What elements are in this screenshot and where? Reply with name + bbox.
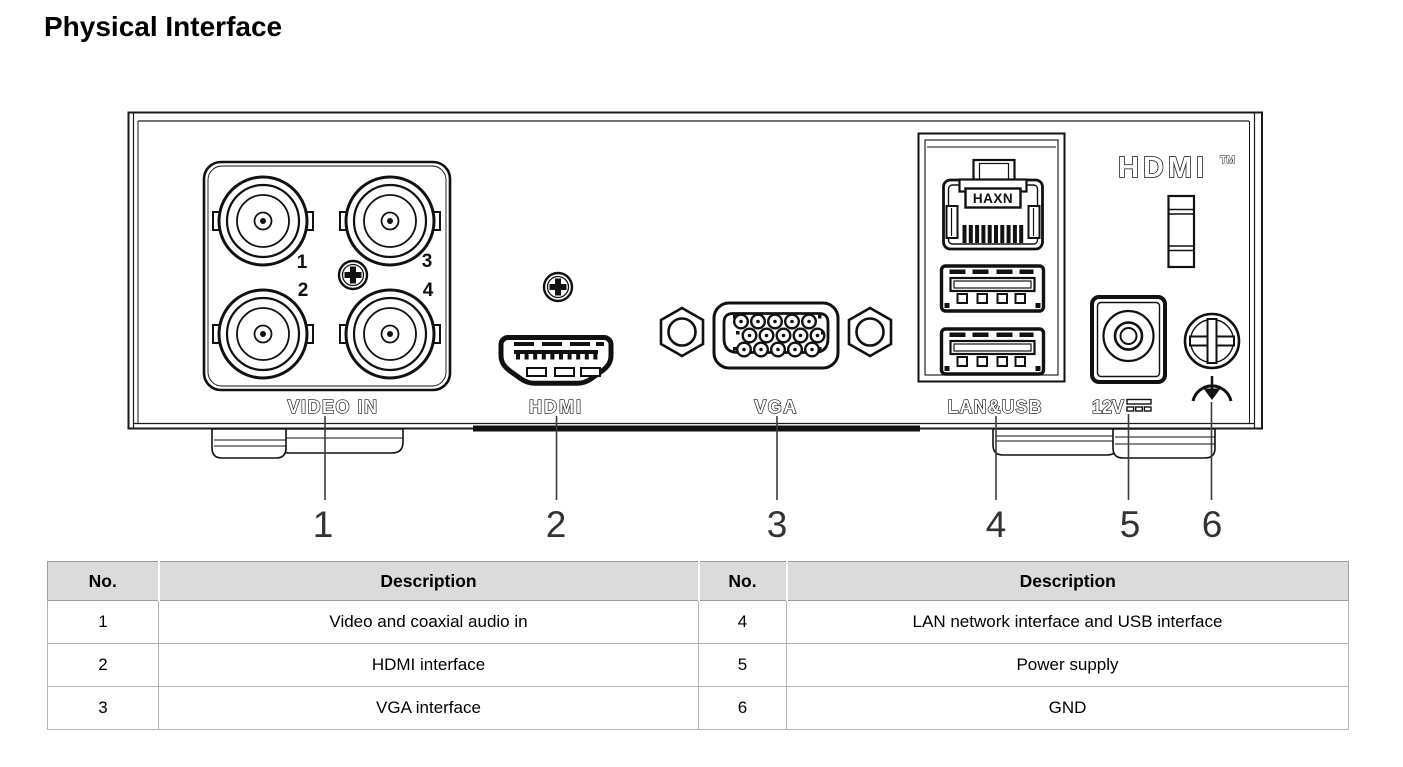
callout-number-5: 5 <box>1120 504 1141 545</box>
ground-symbol-icon <box>1191 376 1233 402</box>
cell-description: Video and coaxial audio in <box>158 600 699 644</box>
header-description-right: Description <box>785 561 1349 601</box>
callout-numbers: 1 2 3 4 5 6 <box>313 504 1223 545</box>
rj45-jack: HAXN <box>942 158 1044 251</box>
hdmi-logo-tm: TM <box>1220 154 1235 166</box>
power-label: 12V <box>1091 396 1152 418</box>
cell-description: GND <box>786 686 1349 730</box>
cell-no: 1 <box>47 600 159 644</box>
video-in-block: 1 2 3 4 VIDEO IN <box>202 160 452 418</box>
table-row: 2 HDMI interface 5 Power supply <box>47 643 1349 687</box>
table-row: 1 Video and coaxial audio in 4 LAN netwo… <box>47 600 1349 644</box>
cell-no: 3 <box>47 686 159 730</box>
gnd-screw <box>1183 312 1241 402</box>
header-no-right: No. <box>697 561 787 601</box>
chassis-feet <box>211 428 1216 459</box>
usb-port-1 <box>939 264 1046 313</box>
lan-usb-block: HAXN LAN&USB <box>917 132 1066 418</box>
table-header-row: No. Description No. Description <box>47 561 1349 601</box>
cell-no: 5 <box>698 643 787 687</box>
video-in-label: VIDEO IN <box>287 397 378 417</box>
bnc-number-4: 4 <box>423 280 434 301</box>
callout-number-6: 6 <box>1202 504 1223 545</box>
hdmi-logo: HDMI TM <box>1117 151 1236 185</box>
bnc-number-2: 2 <box>298 280 309 301</box>
callout-number-3: 3 <box>767 504 788 545</box>
callout-number-2: 2 <box>546 504 567 545</box>
rj45-brand-text: HAXN <box>973 191 1013 206</box>
page-title: Physical Interface <box>44 11 283 42</box>
cell-description: HDMI interface <box>158 643 699 687</box>
vga-port: VGA <box>659 301 893 418</box>
power-label-text: 12V <box>1092 397 1124 417</box>
chassis-bottom-gasket <box>473 425 920 432</box>
interface-description-table: No. Description No. Description 1 Video … <box>47 561 1349 730</box>
bnc-number-3: 3 <box>422 251 433 272</box>
hdmi-logo-text: HDMI <box>1118 152 1208 184</box>
hdmi-label: HDMI <box>529 397 583 417</box>
bracket-slot <box>1167 194 1196 269</box>
cell-description: Power supply <box>786 643 1349 687</box>
dc-symbol-icon <box>1126 398 1152 412</box>
header-no-left: No. <box>47 561 159 601</box>
callout-number-4: 4 <box>986 504 1007 545</box>
hex-nut-icon <box>847 306 893 358</box>
callouts <box>324 402 1213 500</box>
panel-screw-icon <box>542 271 574 303</box>
callout-number-1: 1 <box>313 504 334 545</box>
hdmi-port: HDMI <box>498 271 614 418</box>
cell-no: 2 <box>47 643 159 687</box>
usb-port-2 <box>939 327 1046 376</box>
panel-screw-icon <box>337 259 369 291</box>
vga-label: VGA <box>754 397 798 417</box>
power-jack: 12V <box>1090 295 1167 418</box>
hex-nut-icon <box>659 306 705 358</box>
cell-description: LAN network interface and USB interface <box>786 600 1349 644</box>
cell-no: 6 <box>698 686 787 730</box>
table-row: 3 VGA interface 6 GND <box>47 686 1349 730</box>
cell-no: 4 <box>698 600 787 644</box>
lan-usb-label: LAN&USB <box>948 397 1043 417</box>
header-description-left: Description <box>157 561 699 601</box>
cell-description: VGA interface <box>158 686 699 730</box>
bnc-number-1: 1 <box>297 252 308 273</box>
